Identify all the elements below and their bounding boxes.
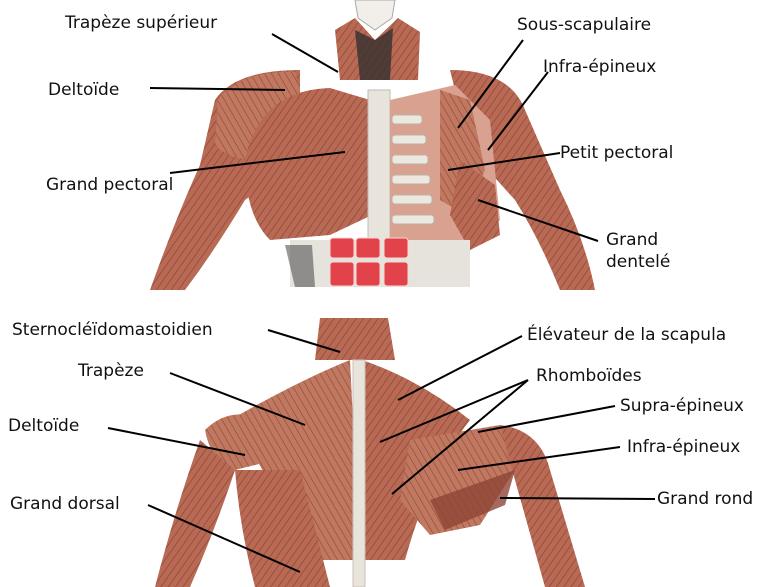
back-left-arm [500,425,585,587]
front-view-illustration [150,0,595,290]
label-infra-epineux-bottom: Infra-épineux [627,437,740,457]
label-grand-dentele-line1: Grand [606,230,658,250]
leader-supra-epineux [478,406,615,432]
label-sternocleido: Sternocléïdomastoidien [12,320,213,340]
label-supra-epineux: Supra-épineux [620,396,744,416]
label-elevateur: Élévateur de la scapula [527,323,726,345]
label-grand-dorsal: Grand dorsal [10,494,120,514]
label-deltoide-top: Deltoïde [48,80,119,100]
leader-trapeze-superieur [272,34,338,72]
label-grand-rond: Grand rond [657,489,753,509]
label-deltoide-bottom: Deltoïde [8,416,79,436]
front-sternum [368,90,390,245]
label-petit-pectoral: Petit pectoral [560,143,673,163]
label-trapeze: Trapèze [77,361,144,381]
front-neck-dark [355,28,393,80]
back-view-illustration [155,318,585,587]
front-side-shadow [285,245,315,287]
label-grand-dentele-line2: dentelé [606,252,670,272]
leader-grand-rond [500,498,655,499]
front-abdomen-muscles [330,238,408,286]
label-rhomboides: Rhomboïdes [536,366,642,386]
back-spine [353,360,365,587]
label-trapeze-superieur: Trapèze supérieur [64,13,217,33]
label-sous-scapulaire: Sous-scapulaire [517,15,651,35]
back-neck [315,318,395,360]
label-grand-pectoral: Grand pectoral [46,175,173,195]
label-infra-epineux-top: Infra-épineux [543,57,656,77]
